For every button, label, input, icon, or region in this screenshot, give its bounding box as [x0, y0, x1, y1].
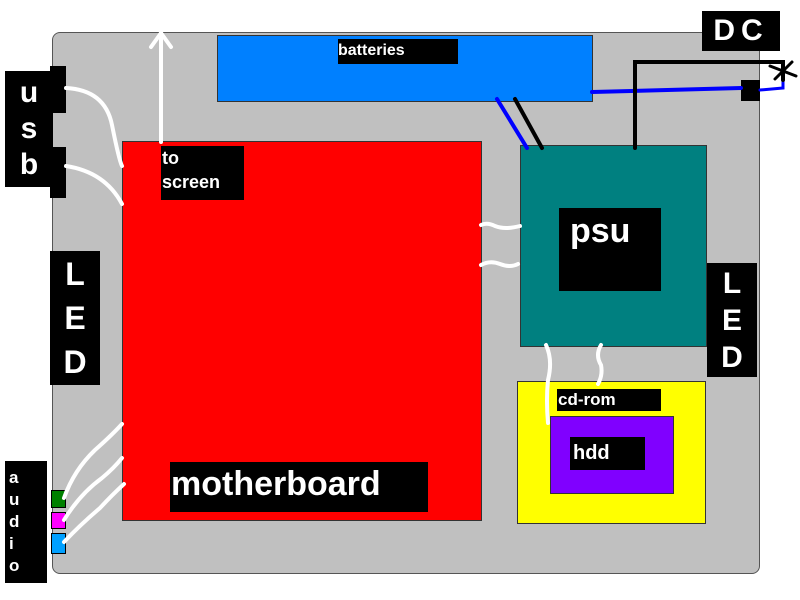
led-letter: E — [64, 300, 86, 336]
usb-letter: b — [19, 148, 39, 181]
audio-letter: i — [9, 534, 14, 553]
led-letter: L — [722, 266, 742, 300]
audio-label: a u d i o — [5, 461, 47, 583]
to-screen-line-2: screen — [162, 172, 221, 192]
led-right-label: L E D — [707, 263, 757, 377]
led-left-label: L E D — [50, 251, 100, 385]
motherboard-label: motherboard — [170, 462, 428, 512]
audio-letter: a — [9, 468, 19, 487]
usb-wires — [64, 86, 124, 206]
psu-label: psu — [559, 208, 661, 291]
usb-port-2 — [50, 147, 66, 198]
audio-jack-blue — [51, 533, 66, 554]
to-screen-label: to screen — [161, 146, 244, 200]
battery-psu-wires — [495, 97, 544, 150]
dc-label: DC — [702, 11, 780, 51]
usb-port-1 — [50, 66, 66, 113]
usb-letter: s — [20, 112, 38, 145]
audio-letter: u — [9, 490, 20, 509]
led-letter: D — [63, 344, 87, 380]
audio-wires — [62, 422, 126, 544]
led-letter: D — [721, 340, 743, 374]
led-letter: E — [721, 303, 742, 337]
led-letter: L — [65, 256, 85, 292]
dc-wires — [590, 60, 798, 150]
audio-letter: d — [9, 512, 20, 531]
audio-letter: o — [9, 556, 20, 575]
usb-label: u s b — [5, 71, 53, 187]
motherboard-block — [122, 141, 482, 521]
batteries-label: batteries — [338, 39, 458, 64]
cd-rom-label: cd-rom — [557, 389, 661, 411]
to-screen-line-1: to — [162, 148, 179, 168]
psu-motherboard-wires — [479, 221, 522, 268]
to-screen-arrow — [149, 31, 173, 144]
psu-drive-wires — [544, 343, 604, 425]
hdd-label: hdd — [570, 437, 645, 470]
dc-jack — [741, 80, 760, 101]
usb-letter: u — [19, 76, 39, 109]
